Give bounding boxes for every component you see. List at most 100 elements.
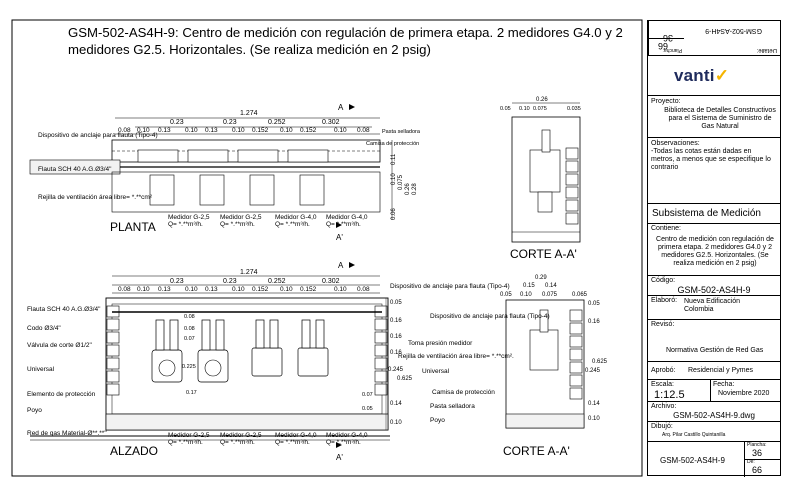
plan-callout-vent: Rejilla de ventilación área libre= *.**c… <box>38 194 153 201</box>
code-label: Código: <box>651 277 676 284</box>
elev-dim-mid-1: 0.23 <box>170 278 184 285</box>
elev-inner-dim-7: 0.05 <box>362 406 373 412</box>
plan-dim-mid-1: 0.23 <box>170 119 184 126</box>
elev-dim-row-7: 0.152 <box>252 286 269 293</box>
section-bottom-callout-anchor: Dispositivo de anclaje para flauta (Tipo… <box>430 313 550 320</box>
section-bottom-dim-top-4: 0.065 <box>572 292 588 298</box>
plan-dim-row-5: 0.13 <box>205 127 218 134</box>
elev-dim-row-8: 0.10 <box>280 286 293 293</box>
elevation-view: A A' 1.274 0.23 0.23 0.252 0.302 0.08 0.… <box>27 261 514 462</box>
elev-meter-2-name: Medidor G-2,5 <box>220 432 262 439</box>
elev-meter-3-q: Q= *.**m³/h. <box>275 439 310 446</box>
elev-dim-row-6: 0.10 <box>232 286 245 293</box>
contains-label: Contiene: <box>651 225 681 232</box>
plan-dim-total: 1.274 <box>240 110 258 117</box>
section-bottom-dim-row-2: 0.10 <box>520 292 532 298</box>
elev-dim-row-3: 0.13 <box>158 286 171 293</box>
elev-callout-base: Poyo <box>27 407 42 414</box>
plan-dim-row-7: 0.152 <box>252 127 269 134</box>
elaboro-cell: Elaboró: Nueva Edificación Colombia <box>648 295 780 319</box>
elev-dim-mid-2: 0.23 <box>223 278 237 285</box>
sheet-border <box>11 19 643 477</box>
aprobo-value: Residencial y Pymes <box>688 367 753 374</box>
escala-label: Escala: <box>651 381 674 388</box>
elev-dim-row-5: 0.13 <box>205 286 218 293</box>
archivo-value: GSM-502-AS4H-9.dwg <box>673 411 755 420</box>
section-top-view-label: CORTE A-A' <box>510 247 577 261</box>
elev-dim-total: 1.274 <box>240 269 258 276</box>
footer-code: GSM-502-AS4H-9 <box>660 456 725 465</box>
archivo-label: Archivo: <box>651 403 677 410</box>
section-bottom-rdim-3: 0.625 <box>592 359 608 365</box>
elev-callout-protection: Elemento de protección <box>27 391 96 398</box>
elev-right-dim-1: 0.05 <box>390 300 402 306</box>
scale-date-cell: Escala: 1:12.5 Fecha: Noviembre 2020 <box>648 379 780 402</box>
section-top-dim-2: 0.05 <box>500 106 511 112</box>
section-bottom-callout-sleeve: Camisa de protección <box>432 389 495 396</box>
plan-meter-4-q: Q= *.**m³/h. <box>326 221 361 228</box>
observations-cell: Observaciones: -Todas las cotas están da… <box>648 137 780 203</box>
elev-callout-anchor: Dispositivo de anclaje para flauta (Tipo… <box>390 283 510 290</box>
plan-dim-row-9: 0.152 <box>300 127 317 134</box>
detail-code-header: Detalle: GSM-502-AS4H-9 <box>684 21 780 55</box>
plan-vdim-4: 0.26 <box>405 183 411 195</box>
reviso-label: Revisó: <box>651 321 675 328</box>
subsystem-title: Subsistema de Medición <box>652 208 761 219</box>
contains-value: Centro de medición con regulación de pri… <box>656 236 774 267</box>
plan-callout-pipe: Flauta SCH 40 A.G.Ø3/4" <box>38 166 112 173</box>
plan-dim-row-3: 0.13 <box>158 127 171 134</box>
reviso-cell: Revisó: Normativa Gestión de Red Gas <box>648 319 780 361</box>
elev-dim-row-4: 0.10 <box>185 286 198 293</box>
plan-view-label: PLANTA <box>110 220 156 234</box>
section-top-dim-4: 0.075 <box>533 106 547 112</box>
code-value: GSM-502-AS4H-9 <box>677 285 751 295</box>
section-bottom-view: 0.29 0.15 0.14 0.065 0.05 0.10 0.075 0.0… <box>422 275 608 458</box>
section-bottom-rdim-5: 0.14 <box>588 401 600 407</box>
elev-meter-4-q: Q= *.**m³/h. <box>326 439 361 446</box>
plan-vdim-6: 0.06 <box>391 208 397 220</box>
elev-inner-dim-4: 0.225 <box>182 364 196 370</box>
title-block: Plancha: 36 Detalle: GSM-502-AS4H-9 66 v… <box>647 20 781 477</box>
project-cell: Proyecto: Biblioteca de Detalles Constru… <box>648 95 780 137</box>
logo-text: vanti <box>674 66 715 85</box>
vanti-logo: vanti✓ <box>674 66 729 86</box>
subsystem-cell: Subsistema de Medición <box>648 203 780 223</box>
aprobo-label: Aprobó: <box>651 367 676 374</box>
observations-value: -Todas las cotas están dadas en metros, … <box>651 148 771 171</box>
section-bottom-rdim-1: 0.05 <box>588 301 600 307</box>
observations-label: Observaciones: <box>651 140 700 147</box>
dibujo-value: Arq. Pilar Castillo Quintanilla <box>662 432 726 438</box>
elev-right-dim-7: 0.14 <box>390 401 402 407</box>
plan-vdim-3: 0.075 <box>398 174 404 190</box>
footer-sheet-no: 36 <box>752 448 763 458</box>
elev-dim-row-9: 0.152 <box>300 286 317 293</box>
elev-callout-union: Universal <box>27 366 55 373</box>
section-top-dim-3: 0.10 <box>519 106 530 112</box>
plan-section-marker-top: A <box>338 103 344 112</box>
drawn-by-cell: Dibujó: Arq. Pilar Castillo Quintanilla <box>648 421 780 441</box>
section-bottom-dim-top-3: 0.14 <box>545 283 557 289</box>
elev-callout-pipe: Flauta SCH 40 A.G.Ø3/4" <box>27 306 101 313</box>
elaboro-label: Elaboró: <box>651 297 678 304</box>
elaboro-value: Nueva Edificación Colombia <box>684 298 741 313</box>
elev-section-marker-top: A <box>338 261 344 270</box>
elev-dim-mid-3: 0.252 <box>268 278 286 285</box>
elev-inner-dim-1: 0.08 <box>184 314 195 320</box>
elev-dim-row-11: 0.08 <box>357 286 370 293</box>
code-cell: Código: GSM-502-AS4H-9 <box>648 275 780 295</box>
plan-dim-mid-2: 0.23 <box>223 119 237 126</box>
elev-inner-dim-5: 0.17 <box>186 390 197 396</box>
reviso-value: Normativa Gestión de Red Gas <box>666 347 764 354</box>
elev-right-dim-5: 0.245 <box>388 367 404 373</box>
elev-callout-elbow: Codo Ø3/4" <box>27 325 61 332</box>
section-bottom-view-label: CORTE A-A' <box>503 444 570 458</box>
dibujo-label: Dibujó: <box>651 423 673 430</box>
elev-right-dim-8: 0.10 <box>390 420 402 426</box>
elev-right-dim-2: 0.16 <box>390 318 402 324</box>
elev-meter-2-q: Q= *.**m³/h. <box>220 439 255 446</box>
section-top-dim-5: 0.035 <box>567 106 581 112</box>
section-bottom-dim-top-2: 0.15 <box>523 283 535 289</box>
plan-callout-sealant: Pasta selladora <box>382 129 421 135</box>
elev-meter-4-name: Medidor G-4,0 <box>326 432 368 439</box>
